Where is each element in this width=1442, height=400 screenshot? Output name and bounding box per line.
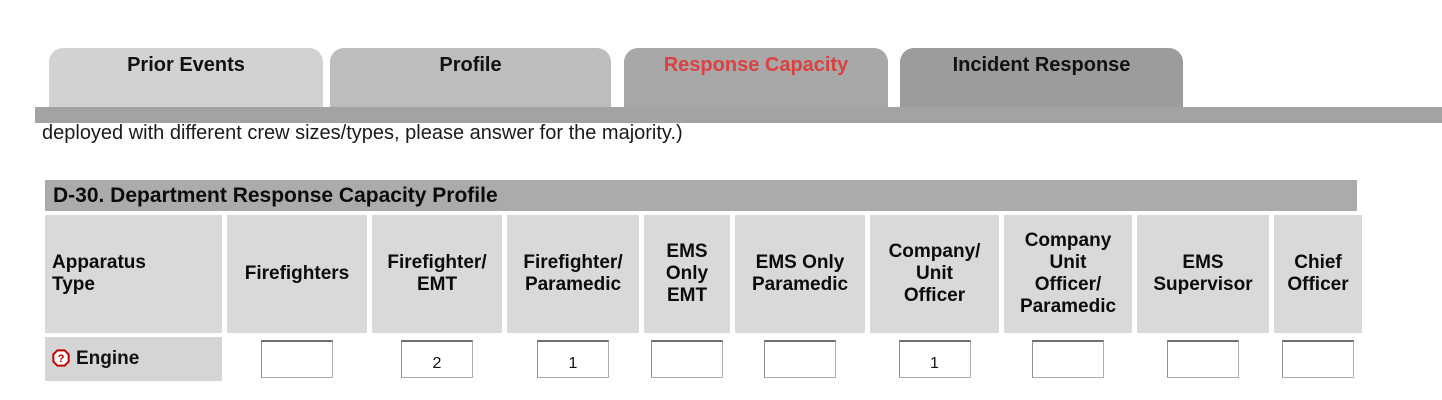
question-mark-icon[interactable]: ? (52, 349, 70, 367)
instruction-text: deployed with different crew sizes/types… (42, 122, 683, 144)
column-header-company-unit-officer: Company/ Unit Officer (870, 215, 999, 333)
input-company-unit-officer-paramedic[interactable] (1032, 340, 1104, 378)
column-header-chief-officer: Chief Officer (1274, 215, 1362, 333)
row-label-cell: ? Engine (45, 337, 222, 381)
tab-strip-bar (35, 107, 1442, 123)
tab-profile[interactable]: Profile (330, 48, 611, 107)
input-ems-supervisor[interactable] (1167, 340, 1239, 378)
tab-response-capacity[interactable]: Response Capacity (624, 48, 888, 107)
input-firefighter-emt[interactable] (401, 340, 473, 378)
tab-incident-response[interactable]: Incident Response (900, 48, 1183, 107)
column-header-company-unit-officer-paramedic: Company Unit Officer/ Paramedic (1004, 215, 1132, 333)
header-row: Apparatus Type Firefighters Firefighter/… (45, 215, 1362, 333)
column-header-firefighter-paramedic: Firefighter/ Paramedic (507, 215, 639, 333)
input-firefighters[interactable] (261, 340, 333, 378)
table-caption: D-30. Department Response Capacity Profi… (45, 180, 1357, 211)
input-ems-only-paramedic[interactable] (764, 340, 836, 378)
column-header-apparatus-type: Apparatus Type (45, 215, 222, 333)
table-row-engine: ? Engine (45, 337, 1362, 381)
input-chief-officer[interactable] (1282, 340, 1354, 378)
tab-profile-label: Profile (439, 54, 502, 76)
input-ems-only-emt[interactable] (651, 340, 723, 378)
tab-prior-events[interactable]: Prior Events (49, 48, 323, 107)
input-company-unit-officer[interactable] (898, 340, 971, 378)
tab-prior-events-label: Prior Events (127, 54, 245, 76)
input-firefighter-paramedic[interactable] (537, 340, 609, 378)
tab-incident-response-label: Incident Response (952, 54, 1131, 76)
response-capacity-table: Apparatus Type Firefighters Firefighter/… (40, 211, 1367, 385)
svg-text:?: ? (58, 353, 65, 365)
column-header-firefighters: Firefighters (227, 215, 367, 333)
column-header-ems-supervisor: EMS Supervisor (1137, 215, 1269, 333)
column-header-ems-only-paramedic: EMS Only Paramedic (735, 215, 865, 333)
row-label: Engine (76, 348, 140, 369)
tab-response-capacity-label: Response Capacity (663, 54, 849, 76)
column-header-firefighter-emt: Firefighter/ EMT (372, 215, 502, 333)
column-header-ems-only-emt: EMS Only EMT (644, 215, 730, 333)
